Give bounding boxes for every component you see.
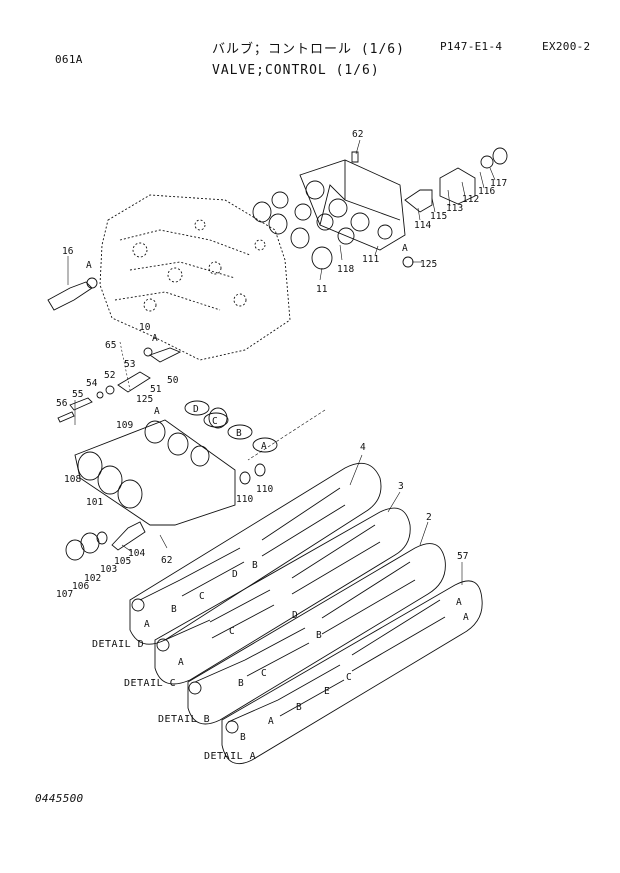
part-label: 118 (337, 264, 354, 275)
part-label: 117 (490, 178, 507, 189)
part-label: C (229, 626, 235, 637)
part-label: B (236, 428, 242, 439)
part-label: 109 (116, 420, 133, 431)
part-label: 56 (56, 398, 68, 409)
detail-labels: DETAIL D DETAIL C DETAIL B DETAIL A (92, 639, 256, 762)
part-label: 3 (398, 481, 404, 492)
part-label: 51 (150, 384, 162, 395)
part-label: A (456, 597, 462, 608)
title-japanese: バルブ；コントロール (1/6) (212, 42, 405, 57)
detail-b-label: DETAIL B (158, 714, 210, 725)
part-label: A (463, 612, 469, 623)
part-label: 52 (104, 370, 115, 381)
part-label: A (86, 260, 92, 271)
part-label: 65 (105, 340, 116, 351)
part-label: 111 (362, 254, 379, 265)
part-label: A (268, 716, 274, 727)
part-label: 53 (124, 359, 135, 370)
part-label: 55 (72, 389, 83, 400)
part-label: B (296, 702, 302, 713)
left-pilot-parts (47, 277, 182, 423)
part-label: A (402, 243, 408, 254)
valve-housing (99, 194, 291, 361)
drawing-number: 0445500 (35, 792, 84, 805)
part-label: A (154, 406, 160, 417)
part-label: 115 (430, 211, 447, 222)
part-label: 108 (64, 474, 81, 485)
part-label: D (232, 569, 238, 580)
part-label: 104 (128, 548, 145, 559)
part-label: 103 (100, 564, 117, 575)
part-label: A (178, 657, 184, 668)
part-label: 57 (457, 551, 468, 562)
part-label: C (212, 416, 218, 427)
part-label: 54 (86, 378, 98, 389)
part-label: 10 (139, 322, 151, 333)
part-label: A (144, 619, 150, 630)
model-number: EX200-2 (542, 40, 591, 53)
detail-c-label: DETAIL C (124, 678, 176, 689)
part-label: 16 (62, 246, 74, 257)
part-label: 102 (84, 573, 101, 584)
part-label: B (240, 732, 246, 743)
part-label: 2 (426, 512, 432, 523)
part-label: 50 (167, 375, 179, 386)
part-label: B (316, 630, 322, 641)
part-label: 116 (478, 186, 495, 197)
part-label: 110 (256, 484, 273, 495)
part-label: C (346, 672, 352, 683)
section-code: 061A (55, 53, 83, 66)
part-label: 62 (161, 555, 172, 566)
reference-callouts (184, 400, 278, 453)
part-number-labels: 62 117 116 112 113 115 114 125 A 111 118… (56, 129, 507, 743)
part-label: 11 (316, 284, 328, 295)
page-reference: P147-E1-4 (440, 40, 503, 53)
part-label: A (261, 441, 267, 452)
part-label: 101 (86, 497, 103, 508)
part-label: 112 (462, 194, 479, 205)
upper-cover-assembly (252, 147, 508, 270)
part-label: 113 (446, 203, 463, 214)
lower-body-assembly (65, 407, 266, 561)
part-label: 125 (136, 394, 153, 405)
part-label: 110 (236, 494, 253, 505)
part-label: 114 (414, 220, 431, 231)
part-label: C (261, 668, 267, 679)
part-label: B (252, 560, 258, 571)
page-title: VALVE;CONTROL (1/6) (212, 63, 380, 78)
part-label: B (171, 604, 177, 615)
part-label: 107 (56, 589, 73, 600)
part-label: 125 (420, 259, 437, 270)
part-label: D (193, 404, 199, 415)
part-label: 106 (72, 581, 89, 592)
detail-a-label: DETAIL A (204, 751, 256, 762)
part-label: D (292, 610, 298, 621)
part-label: C (199, 591, 205, 602)
part-label: A (152, 333, 158, 344)
detail-d-label: DETAIL D (92, 639, 144, 650)
part-label: 4 (360, 442, 366, 453)
part-label: B (238, 678, 244, 689)
spool-detail-enclosures (129, 462, 483, 765)
part-label: 105 (114, 556, 131, 567)
part-label: 62 (352, 129, 363, 140)
part-label: E (324, 686, 330, 697)
